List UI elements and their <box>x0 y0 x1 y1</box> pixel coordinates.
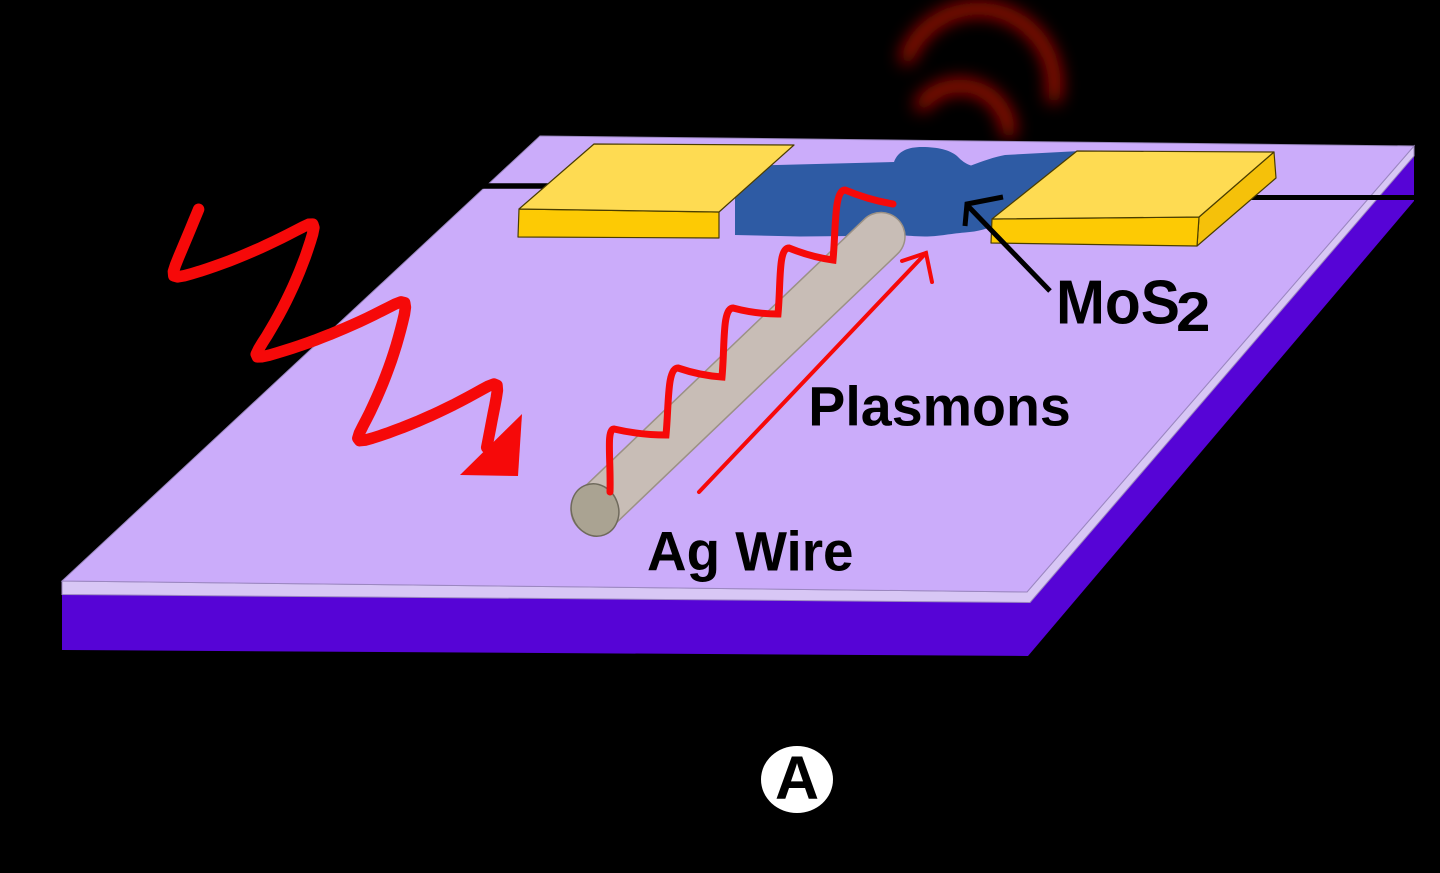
svg-text:MoS: MoS <box>1056 268 1180 338</box>
svg-text:Plasmons: Plasmons <box>808 376 1071 438</box>
svg-text:2: 2 <box>1176 280 1211 343</box>
svg-text:Ag Wire: Ag Wire <box>647 519 854 582</box>
svg-text:A: A <box>775 744 819 812</box>
